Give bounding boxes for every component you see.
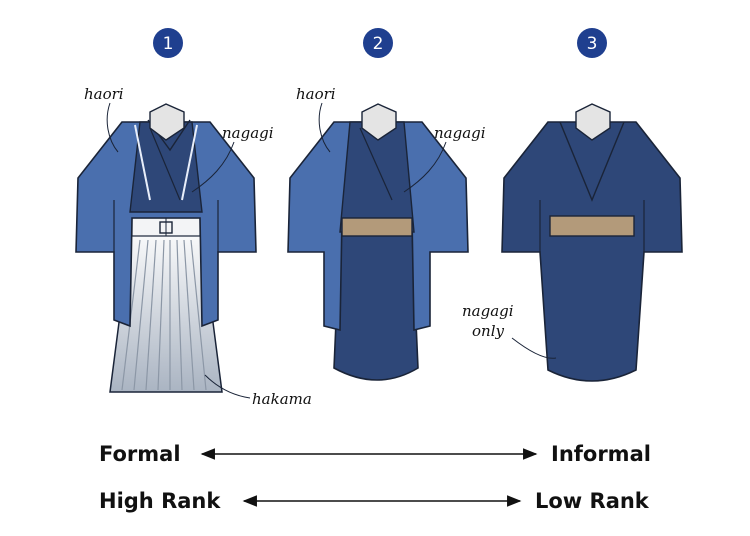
badge-1 xyxy=(153,28,183,58)
obi-belt-2 xyxy=(341,217,413,237)
leader-haori-1 xyxy=(106,102,119,153)
label-haori-2: haori xyxy=(296,85,336,103)
badge-1-number: 1 xyxy=(163,34,174,54)
nagagi-kimono-2 xyxy=(339,103,415,233)
scale-informal-label: Informal xyxy=(551,442,651,466)
nagagi-kimono-1 xyxy=(129,103,203,213)
badge-3 xyxy=(577,28,607,58)
label-haori-1: haori xyxy=(84,85,124,103)
scale-formal-label: Formal xyxy=(99,442,181,466)
figure-2-haori-nagagi: 2 haori nagagi xyxy=(287,28,486,381)
nagagi-kimono-2-lower xyxy=(333,229,419,381)
formality-scale: Formal Informal xyxy=(99,442,651,466)
nagagi-kimono-3 xyxy=(501,121,683,382)
label-nagagi-1: nagagi xyxy=(222,124,274,142)
haori-jacket-1 xyxy=(75,121,257,328)
label-hakama-1: hakama xyxy=(252,390,312,408)
leader-nagagi-2 xyxy=(403,141,447,193)
badge-3-number: 3 xyxy=(587,34,598,54)
badge-2-number: 2 xyxy=(373,34,384,54)
leader-nagagi-3 xyxy=(511,337,557,359)
badge-2 xyxy=(363,28,393,58)
leader-nagagi-1 xyxy=(191,141,235,193)
label-nagagi-only-line1: nagagi xyxy=(462,302,514,320)
figure-1-haori-hakama: 1 xyxy=(75,28,312,408)
scale-high-rank-label: High Rank xyxy=(99,489,221,513)
label-nagagi-only-line2: only xyxy=(472,322,504,340)
leader-haori-2 xyxy=(318,102,331,153)
scale-low-rank-label: Low Rank xyxy=(535,489,650,513)
obi-belt-3 xyxy=(549,215,635,237)
label-nagagi-2: nagagi xyxy=(434,124,486,142)
figure-3-nagagi-only: 3 nagagi only xyxy=(462,28,683,382)
leader-hakama-1 xyxy=(204,374,251,399)
hakama-skirt xyxy=(109,217,223,393)
rank-scale: High Rank Low Rank xyxy=(99,489,650,513)
